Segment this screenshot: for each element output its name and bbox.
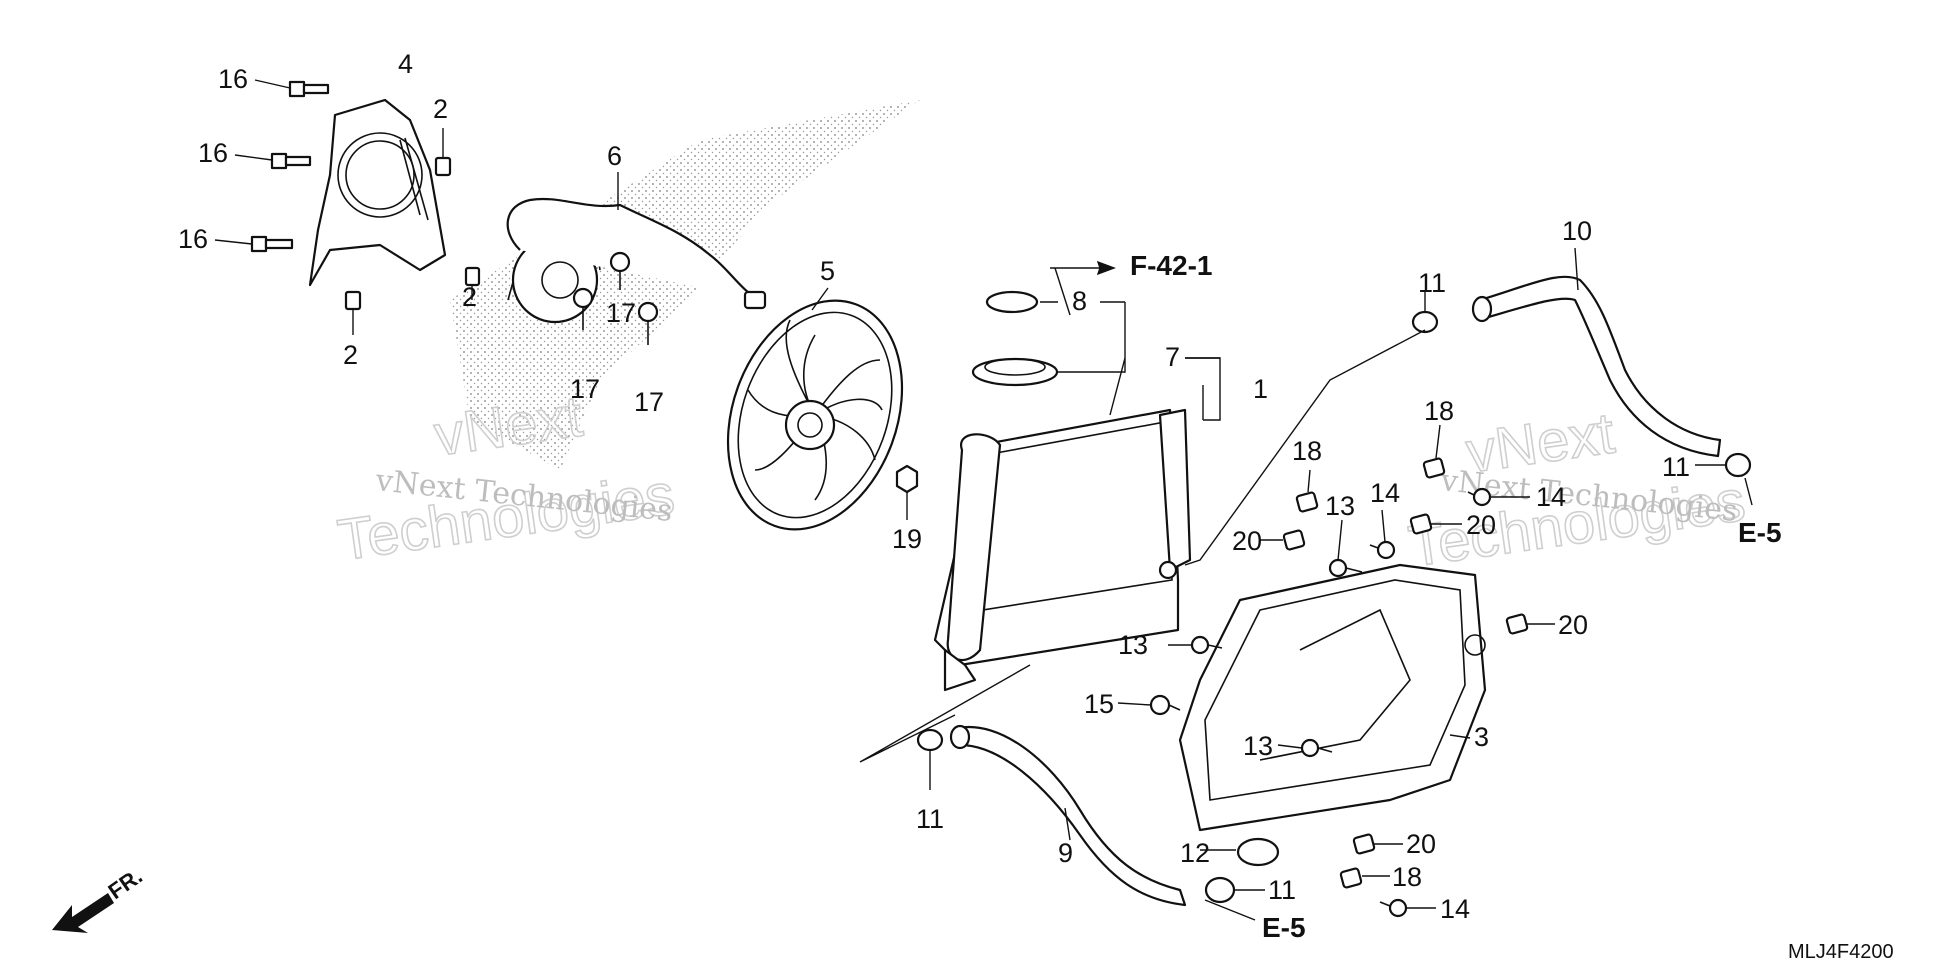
diagram-code: MLJ4F4200 — [1788, 941, 1894, 963]
clip-20b — [1409, 513, 1433, 535]
bolt-15 — [1149, 694, 1181, 716]
bolt-17-a — [609, 251, 631, 290]
callout-4: 4 — [398, 49, 413, 79]
cooling-fan — [726, 299, 904, 531]
callout-2b: 2 — [462, 282, 477, 312]
callout-20b: 20 — [1466, 510, 1496, 540]
callout-13a: 13 — [1325, 491, 1355, 521]
hose-clamp-11c — [916, 728, 944, 752]
bolt-16-a — [288, 80, 330, 98]
callout-16b: 16 — [198, 138, 228, 168]
callout-9: 9 — [1058, 838, 1073, 868]
callout-19: 19 — [892, 524, 922, 554]
callout-11d: 11 — [1268, 875, 1296, 905]
bolt-17-c — [637, 301, 659, 345]
callout-17a: 17 — [606, 298, 636, 328]
clip-18a — [1295, 491, 1319, 513]
callout-16c: 16 — [178, 224, 208, 254]
section-ref-e5-right[interactable]: E-5 — [1738, 517, 1782, 548]
bolt-16-c — [250, 235, 294, 253]
callout-17c: 17 — [634, 387, 664, 417]
callout-3: 3 — [1474, 722, 1489, 752]
lower-water-hose — [949, 724, 1187, 907]
f42-arrow-icon — [1050, 260, 1116, 276]
hose-clamp-11a — [1411, 310, 1439, 334]
clip-18c — [1339, 867, 1363, 889]
callout-13c: 13 — [1243, 731, 1273, 761]
callout-2c: 2 — [343, 340, 358, 370]
callout-11b: 11 — [1662, 452, 1690, 482]
callout-11a: 11 — [1418, 268, 1446, 298]
callout-20c: 20 — [1558, 610, 1588, 640]
callout-13b: 13 — [1118, 630, 1148, 660]
clip-20d — [1352, 833, 1376, 855]
o-ring-8 — [985, 290, 1039, 314]
callout-1: 1 — [1253, 374, 1268, 404]
callout-15: 15 — [1084, 689, 1114, 719]
hose-clamp-11b — [1724, 452, 1752, 478]
callout-5: 5 — [820, 256, 835, 286]
f42-leader — [1054, 267, 1071, 316]
callout-6: 6 — [607, 141, 622, 171]
callout-18c: 18 — [1392, 862, 1422, 892]
callout-20d: 20 — [1406, 829, 1436, 859]
callout-14c: 14 — [1440, 894, 1470, 924]
clip-nut-2c — [344, 290, 362, 311]
callout-14a: 14 — [1370, 478, 1400, 508]
section-ref-e5-bottom[interactable]: E-5 — [1262, 912, 1306, 943]
callout-14b: 14 — [1536, 482, 1566, 512]
hose-clamp-11d — [1204, 876, 1236, 904]
callout-10: 10 — [1562, 216, 1592, 246]
radiator — [933, 408, 1192, 692]
callout-8: 8 — [1072, 286, 1087, 316]
callout-20a: 20 — [1232, 526, 1262, 556]
callout-7: 7 — [1165, 342, 1180, 372]
upper-water-hose — [1471, 275, 1722, 458]
callout-2a: 2 — [433, 94, 448, 124]
callout-11c: 11 — [916, 804, 944, 834]
nut-19 — [895, 464, 919, 494]
watermark-left: vNext Technologies — [333, 383, 679, 574]
bolt-14-a — [1369, 540, 1396, 560]
radiator-cap — [971, 357, 1059, 387]
clip-18b — [1422, 457, 1446, 479]
callout-16a: 16 — [218, 64, 248, 94]
front-arrow-icon — [52, 893, 114, 933]
fan-bracket — [308, 98, 447, 287]
callout-17b: 17 — [570, 374, 600, 404]
bolt-16-b — [270, 152, 312, 170]
clip-20c — [1505, 613, 1529, 635]
bolt-14-c — [1379, 898, 1408, 918]
clip-20a — [1282, 529, 1306, 551]
callout-12: 12 — [1180, 838, 1210, 868]
callout-18b: 18 — [1424, 396, 1454, 426]
clip-nut-2a — [434, 156, 452, 177]
section-ref-f42-1[interactable]: F-42-1 — [1130, 250, 1212, 281]
grommet-12 — [1236, 837, 1280, 867]
callout-18a: 18 — [1292, 436, 1322, 466]
stipple-shading — [450, 100, 920, 470]
radiator-shroud — [1178, 563, 1487, 832]
bolt-17-b — [572, 287, 594, 330]
